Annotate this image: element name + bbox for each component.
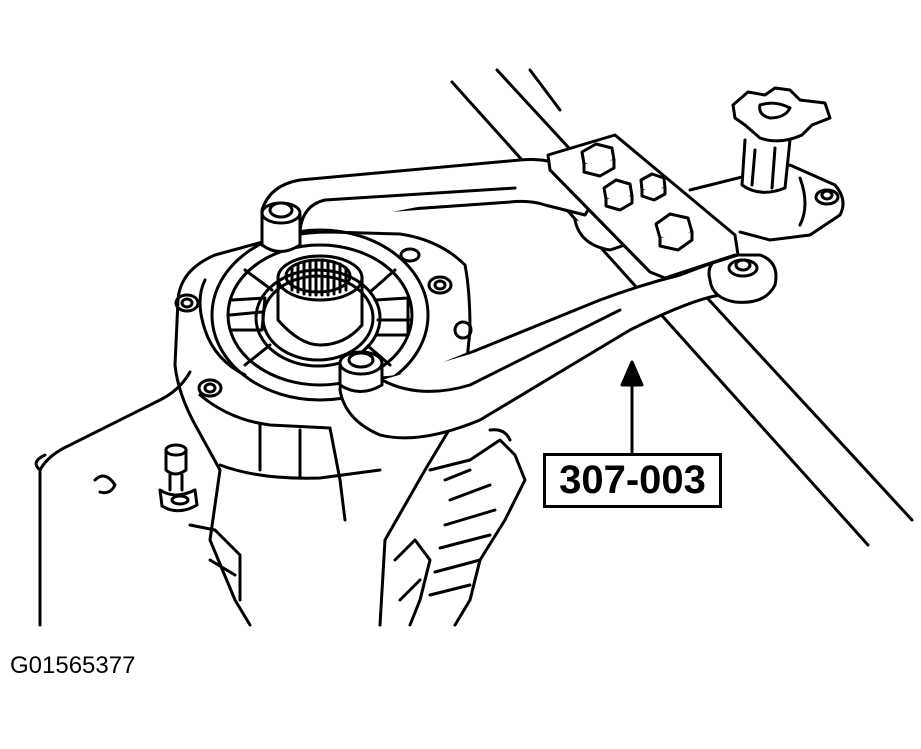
output-shaft-seal xyxy=(210,228,430,402)
special-tool-307-003 xyxy=(260,86,845,440)
tool-number-callout: 307-003 xyxy=(543,453,722,508)
transmission-housing xyxy=(34,230,527,627)
figure-id-label: G01565377 xyxy=(10,652,136,679)
callout-leader xyxy=(620,360,644,457)
